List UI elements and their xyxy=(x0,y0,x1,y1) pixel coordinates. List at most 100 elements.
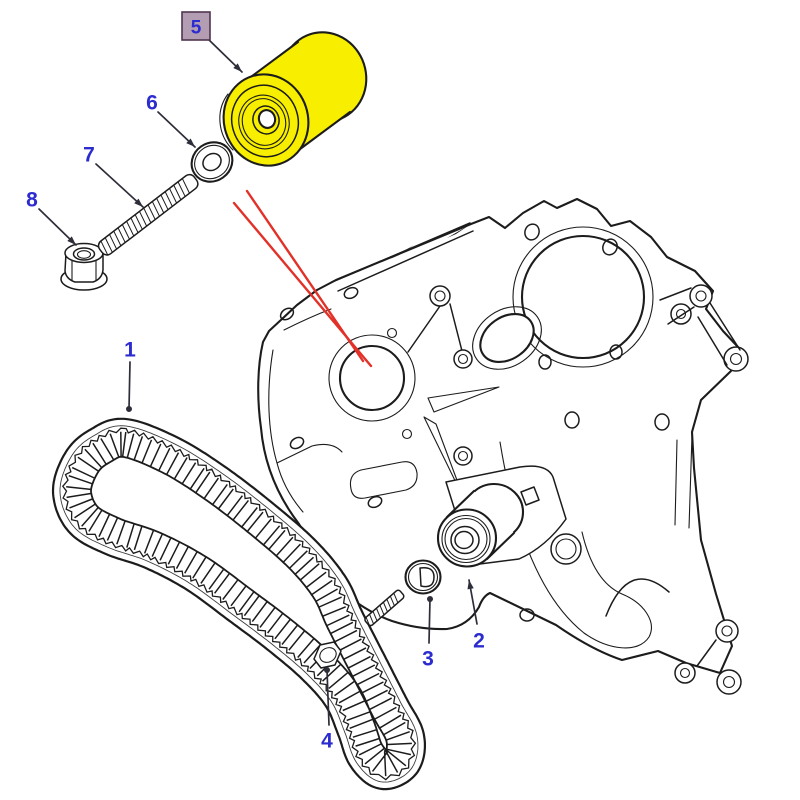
pulley-ring xyxy=(241,98,287,146)
thread-line xyxy=(169,188,177,204)
tensioner-pulley-part-2[interactable] xyxy=(436,482,525,568)
idler-pulley-part-5-highlighted[interactable] xyxy=(212,21,378,177)
thread-line xyxy=(365,617,371,628)
callout-2[interactable]: 2 xyxy=(467,579,485,653)
red-pointer-lines xyxy=(232,189,373,368)
callout-label[interactable]: 3 xyxy=(422,648,434,671)
boss-hole xyxy=(434,290,446,302)
web-line xyxy=(449,303,463,352)
washer-rim xyxy=(194,144,230,180)
thread-line xyxy=(121,224,130,240)
thread-line xyxy=(147,204,156,220)
callout-6[interactable]: 6 xyxy=(146,92,196,148)
callout-label[interactable]: 4 xyxy=(321,730,333,753)
small-hole xyxy=(401,428,413,440)
bracket-boss xyxy=(716,669,742,695)
callouts-layer: 1 2 3 4 5 6 7 8 xyxy=(26,11,485,753)
water-pump-opening xyxy=(520,234,646,360)
callout-5[interactable]: 5 xyxy=(181,11,243,73)
bracket-boss xyxy=(670,303,692,325)
pulley-hub xyxy=(450,525,480,555)
thread-line xyxy=(389,596,395,606)
bracket-arm-line xyxy=(697,316,728,366)
bolt-hole xyxy=(564,411,580,429)
washer-part-6[interactable] xyxy=(184,134,240,189)
pulley-ring xyxy=(441,514,491,564)
thread-line xyxy=(126,221,135,236)
callout-label[interactable]: 6 xyxy=(146,92,158,115)
callout-label[interactable]: 5 xyxy=(191,18,202,39)
washer-rim xyxy=(407,562,439,592)
callout-1[interactable]: 1 xyxy=(124,339,136,413)
hex-bolt-part-4[interactable] xyxy=(313,641,342,669)
thread-line xyxy=(130,217,139,233)
bracket-round-opening-inner xyxy=(555,538,577,560)
callout-label[interactable]: 2 xyxy=(473,630,485,653)
nut-hole-inner xyxy=(76,250,92,259)
bracket-boss-hole xyxy=(695,290,707,302)
boss xyxy=(453,349,473,369)
bracket-arm-line xyxy=(667,306,695,325)
bracket-square-hole xyxy=(520,486,540,506)
callout-4[interactable]: 4 xyxy=(321,667,333,753)
washer-part-3[interactable] xyxy=(404,559,442,595)
bracket-round-opening xyxy=(550,533,582,565)
highlight-label-box xyxy=(181,11,211,41)
callout-label[interactable]: 7 xyxy=(83,144,95,167)
thread-line xyxy=(376,608,381,618)
callout-3[interactable]: 3 xyxy=(422,596,434,671)
bracket-arm-line xyxy=(709,302,741,351)
leader-arrowhead xyxy=(67,236,76,245)
leader-line xyxy=(326,669,330,726)
thread-line xyxy=(393,592,399,603)
idler-mount-flange xyxy=(328,334,416,422)
bolt-hole xyxy=(367,495,383,509)
thread-line xyxy=(100,240,109,256)
bracket-boss xyxy=(715,619,739,643)
thread-line xyxy=(177,181,186,197)
bracket-boss-hole xyxy=(722,675,736,689)
timing-belt-part-1[interactable] xyxy=(51,417,426,791)
washer-hole xyxy=(202,152,222,172)
pulley-bore xyxy=(257,109,277,129)
callout-7[interactable]: 7 xyxy=(83,144,144,208)
belt-outer-edge xyxy=(51,417,426,791)
pulley-ring xyxy=(230,84,300,158)
ring-hole xyxy=(453,446,473,466)
cover-ridge-line xyxy=(276,443,343,464)
oval-opening-flange xyxy=(472,306,542,370)
ring-hole-inner xyxy=(457,450,469,462)
casting-spike xyxy=(423,416,465,500)
stud-body xyxy=(364,589,405,627)
idler-mount-hole xyxy=(338,344,406,412)
leader-dot xyxy=(126,406,132,412)
thread-line xyxy=(181,178,190,194)
thread-line xyxy=(151,201,160,217)
thread-line xyxy=(369,614,374,625)
belt-rail-edge-bottom xyxy=(337,230,474,292)
callout-label[interactable]: 8 xyxy=(26,189,38,212)
belt-rail-edge-top xyxy=(331,222,471,283)
stud-bolt-part-7[interactable] xyxy=(96,172,200,257)
washer-d-hole xyxy=(419,566,435,588)
leader-dot xyxy=(324,667,330,673)
stud-threads xyxy=(365,592,399,628)
thread-line xyxy=(164,191,173,207)
tensioner-stud-drawing[interactable] xyxy=(364,589,405,628)
bracket-boss xyxy=(689,284,713,308)
nut-hole xyxy=(72,247,96,261)
timing-cover-drawing xyxy=(257,197,749,695)
bolt-hole xyxy=(654,413,670,431)
thread-line xyxy=(134,214,143,230)
leader-arrowhead xyxy=(233,63,242,72)
water-pump-gasket-ring xyxy=(512,226,654,368)
leader-line xyxy=(128,361,131,410)
flange-nut-part-8[interactable] xyxy=(60,242,108,291)
belt-inner-edge xyxy=(90,455,389,753)
bracket-line xyxy=(696,639,717,667)
bolt-hole xyxy=(609,344,623,360)
bolt-hole xyxy=(279,307,295,321)
panel-line xyxy=(674,439,678,526)
callout-label[interactable]: 1 xyxy=(124,339,136,362)
callout-8[interactable]: 8 xyxy=(26,189,77,246)
